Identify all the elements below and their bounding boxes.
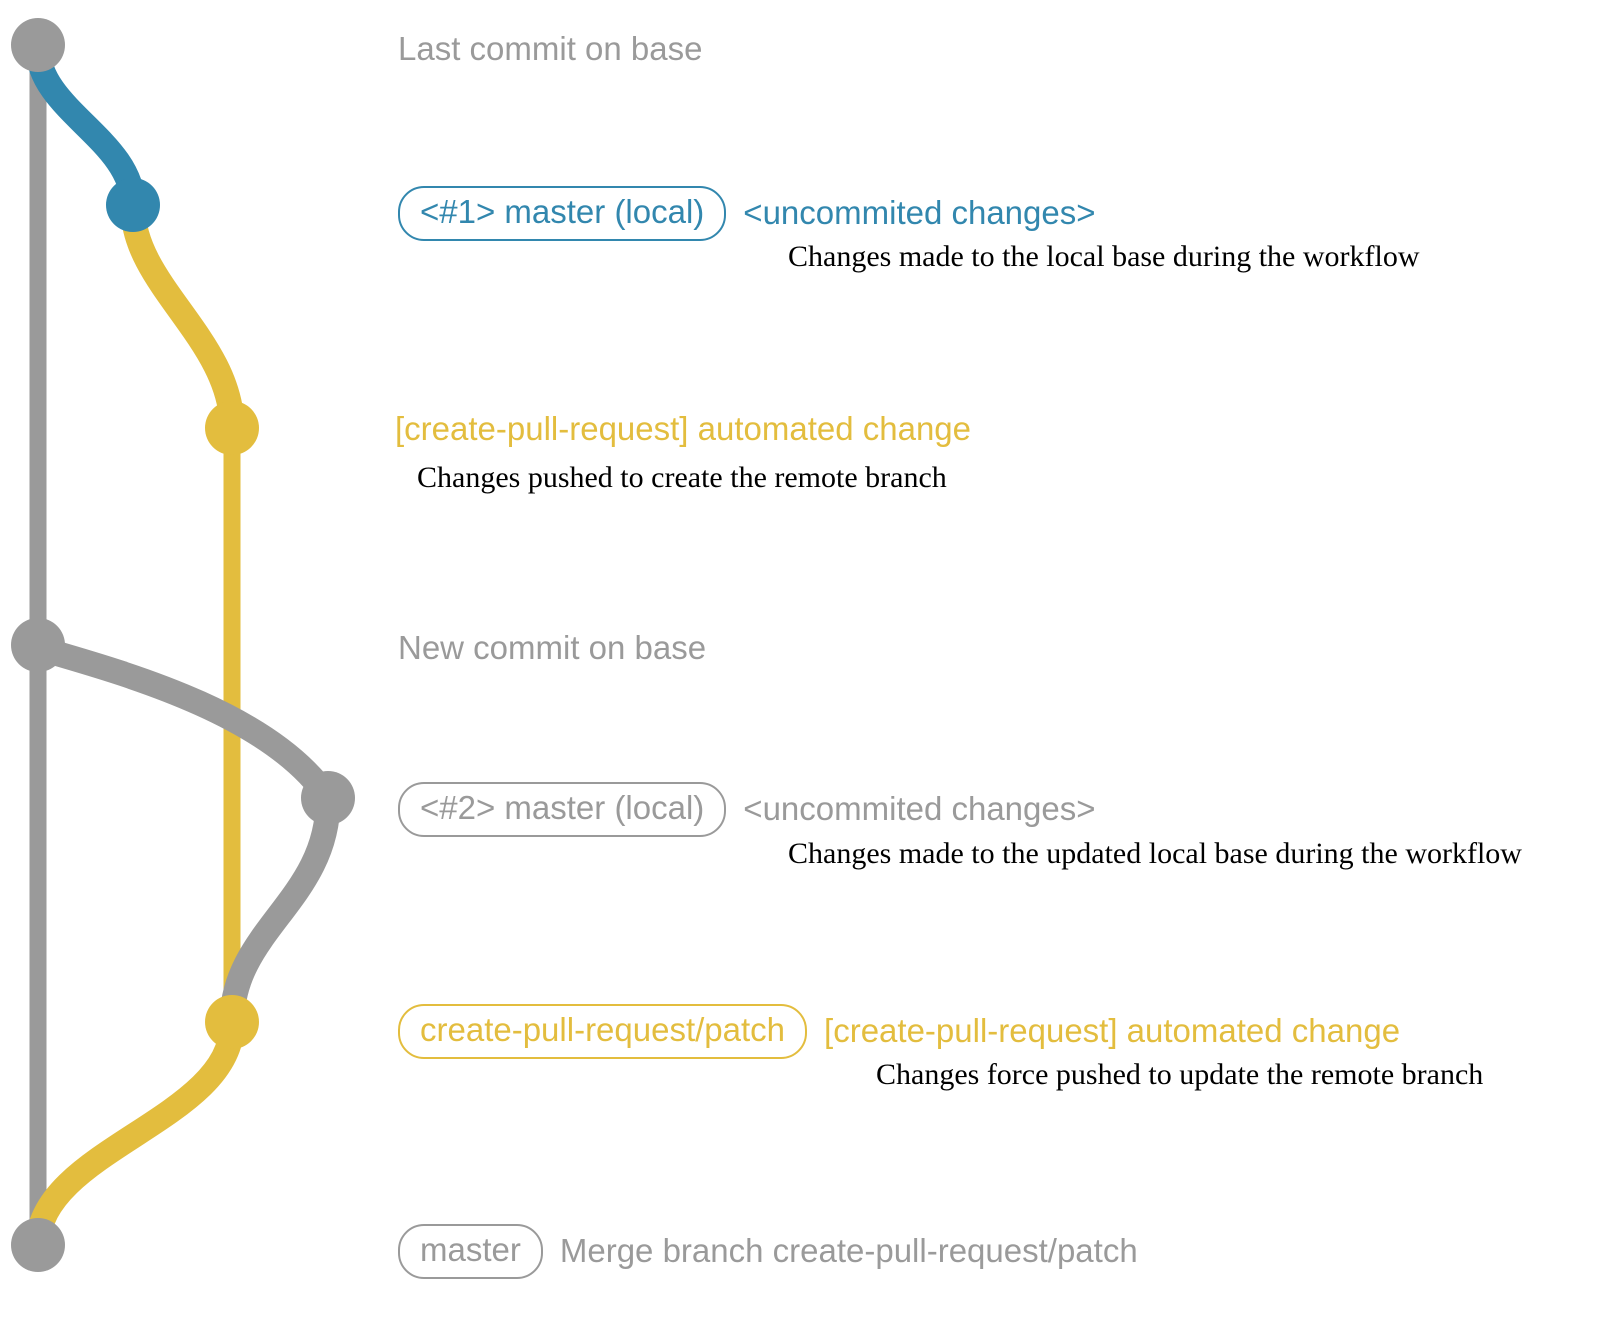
commit-node-base-new[interactable] [11, 618, 65, 672]
row-new-commit-on-base: New commit on base [398, 629, 707, 666]
description-patch-1: Changes pushed to create the remote bran… [417, 461, 947, 494]
commit-node-merge[interactable] [11, 1218, 65, 1272]
branch-badge-local-2[interactable]: <#2> master (local) [398, 782, 727, 837]
description-patch-2: Changes force pushed to update the remot… [876, 1058, 1484, 1091]
branch-line-patch-1 [120, 195, 245, 441]
row-local-2: <#2> master (local) <uncommited changes> [398, 782, 1096, 837]
row-patch-2: create-pull-request/patch [create-pull-r… [398, 1004, 1400, 1059]
branch-badge-master[interactable]: master [398, 1224, 543, 1279]
commit-message-base-last: Last commit on base [398, 30, 703, 67]
row-patch-1: [create-pull-request] automated change [395, 410, 972, 447]
branch-badge-local-1[interactable]: <#1> master (local) [398, 186, 727, 241]
commit-node-patch-2[interactable] [205, 995, 259, 1049]
commit-node-base-last[interactable] [11, 18, 65, 72]
commit-node-local-1[interactable] [106, 178, 160, 232]
commit-message-local-2: <uncommited changes> [743, 790, 1096, 828]
branch-badge-patch-2[interactable]: create-pull-request/patch [398, 1004, 808, 1059]
commit-message-local-1: <uncommited changes> [743, 194, 1096, 232]
commit-node-local-2[interactable] [301, 771, 355, 825]
commit-message-patch-1: [create-pull-request] automated change [395, 410, 972, 447]
commit-node-patch-1[interactable] [205, 401, 259, 455]
row-local-1: <#1> master (local) <uncommited changes> [398, 186, 1096, 241]
description-local-2: Changes made to the updated local base d… [788, 837, 1522, 870]
commit-message-merge: Merge branch create-pull-request/patch [559, 1232, 1138, 1270]
commit-message-patch-2: [create-pull-request] automated change [824, 1012, 1401, 1050]
commit-message-base-new: New commit on base [398, 629, 707, 666]
branch-line-local-2 [25, 635, 341, 811]
description-local-1: Changes made to the local base during th… [788, 240, 1420, 273]
row-merge: master Merge branch create-pull-request/… [398, 1224, 1138, 1279]
branch-line-merge [25, 1011, 245, 1258]
branch-line-local-2-to-patch-2 [219, 787, 341, 1035]
row-last-commit-on-base: Last commit on base [398, 30, 703, 67]
